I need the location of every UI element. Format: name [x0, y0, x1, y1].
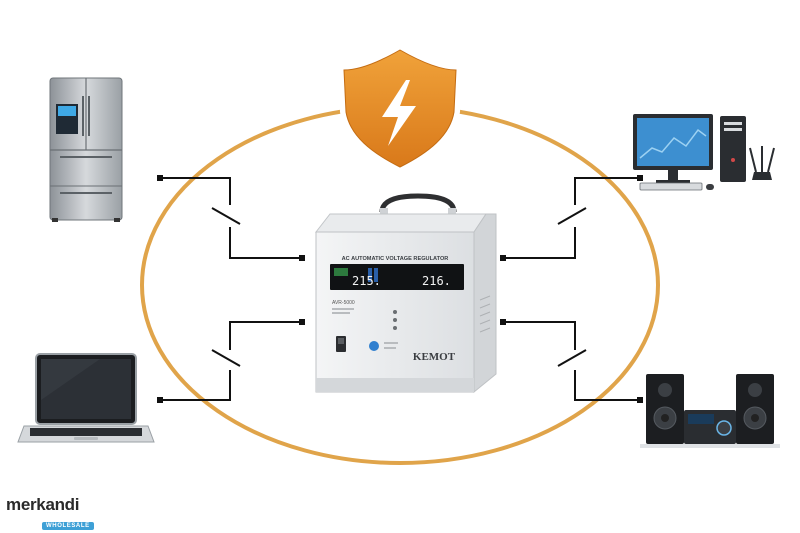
- merkandi-logo: merkandi WHOLESALE: [6, 496, 96, 532]
- voltage-regulator: AC AUTOMATIC VOLTAGE REGULATOR 215. 216.…: [314, 193, 497, 394]
- brand-name: merkandi: [6, 495, 80, 514]
- display-right: 216.: [422, 274, 451, 288]
- audio-system: [640, 374, 780, 448]
- regulator-header-text: AC AUTOMATIC VOLTAGE REGULATOR: [342, 256, 449, 262]
- laptop: [17, 353, 155, 443]
- regulator-brand: KEMOT: [413, 351, 456, 363]
- lightning-shield-icon: [338, 44, 462, 174]
- wire-laptop: [160, 321, 302, 401]
- brand-tagline: WHOLESALE: [42, 522, 94, 530]
- wire-computer: [503, 177, 640, 259]
- wire-fridge: [160, 177, 302, 259]
- display-left: 215.: [352, 274, 381, 288]
- desktop-computer: [633, 114, 775, 191]
- model-line: AVR-5000: [332, 300, 355, 306]
- refrigerator: [49, 77, 123, 222]
- wire-audio: [503, 321, 640, 401]
